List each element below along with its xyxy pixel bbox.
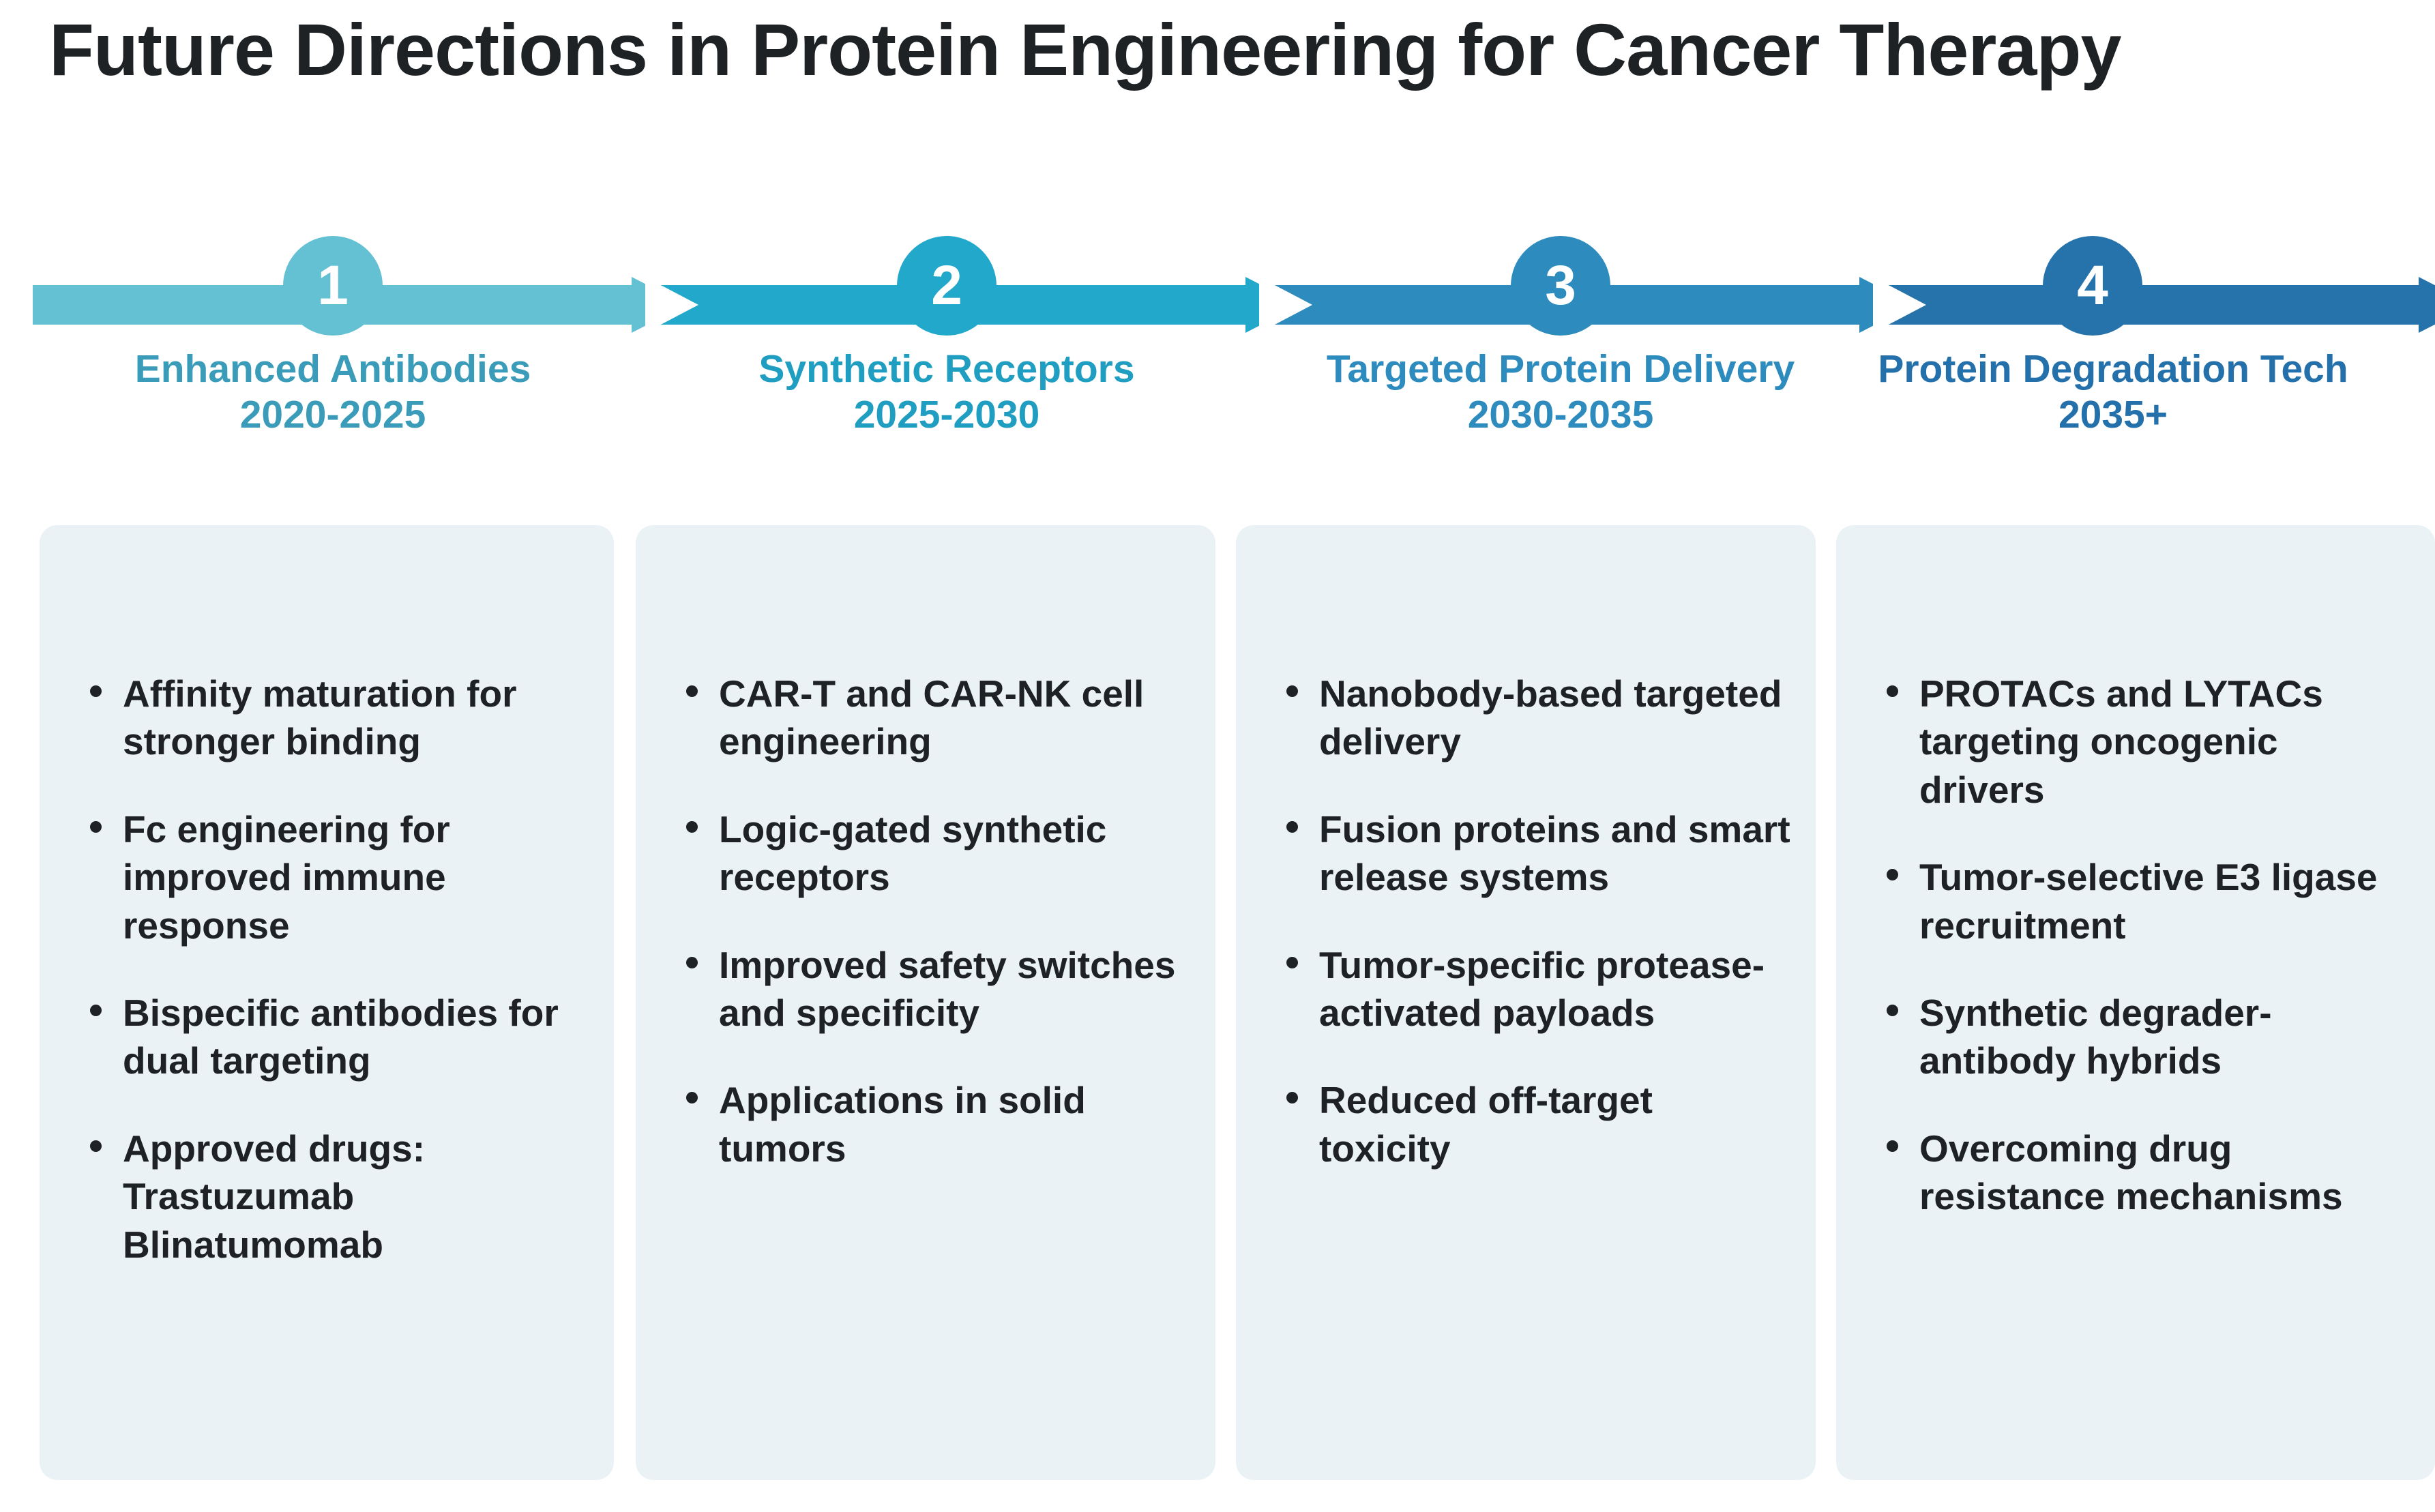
stage-range-3: 2030-2035 <box>1467 392 1654 436</box>
stage-badge-2[interactable]: 2 <box>897 236 997 336</box>
list-item: Tumor-selective E3 ligase recruitment <box>1877 853 2410 949</box>
list-item: Improved safety switches and specificity <box>677 941 1191 1037</box>
stage-number-1: 1 <box>317 254 349 316</box>
bullet-dot-icon <box>686 956 698 968</box>
bullet-list-2: CAR-T and CAR-NK cell engineering Logic-… <box>677 670 1191 1212</box>
stage-card-1[interactable]: Affinity maturation for stronger binding… <box>40 525 614 1480</box>
bullet-list-3: Nanobody-based targeted delivery Fusion … <box>1277 670 1791 1212</box>
bullet-text: Logic-gated synthetic receptors <box>719 807 1107 899</box>
stage-badge-4[interactable]: 4 <box>2043 236 2142 336</box>
bullet-dot-icon <box>1887 869 1898 881</box>
stage-range-1: 2020-2025 <box>239 392 426 436</box>
list-item: Tumor-specific protease-activated payloa… <box>1277 941 1791 1037</box>
list-item: Logic-gated synthetic receptors <box>677 805 1191 902</box>
stage-badge-1[interactable]: 1 <box>283 236 383 336</box>
bullet-dot-icon <box>90 1140 102 1152</box>
segment-notch-icon-2 <box>645 277 698 333</box>
bullet-dot-icon <box>90 820 102 833</box>
list-item: Bispecific antibodies for dual targeting <box>80 989 589 1085</box>
bullet-dot-icon <box>1286 685 1298 697</box>
bullet-dot-icon <box>90 685 102 697</box>
segment-notch-icon-3 <box>1259 277 1312 333</box>
list-item: Reduced off-target toxicity <box>1277 1076 1791 1172</box>
list-item: Applications in solid tumors <box>677 1076 1191 1172</box>
list-item: PROTACs and LYTACs targeting oncogenic d… <box>1877 670 2410 814</box>
list-item: Fc engineering for improved immune respo… <box>80 805 589 949</box>
cards-row: Affinity maturation for stronger binding… <box>0 525 2435 1487</box>
stage-name-1: Enhanced Antibodies <box>134 347 531 391</box>
stage-badge-3[interactable]: 3 <box>1511 236 1610 336</box>
segment-bar-4 <box>1874 285 2420 325</box>
bullet-dot-icon <box>90 1004 102 1016</box>
list-item: Nanobody-based targeted delivery <box>1277 670 1791 766</box>
bullet-dot-icon <box>1286 1092 1298 1104</box>
bullet-text: PROTACs and LYTACs targeting oncogenic d… <box>1919 672 2323 811</box>
stage-label-1: Enhanced Antibodies 2020-2025 <box>60 346 606 437</box>
stage-label-2: Synthetic Receptors 2025-2030 <box>674 346 1220 437</box>
bullet-dot-icon <box>686 820 698 833</box>
bullet-text: Applications in solid tumors <box>719 1079 1086 1170</box>
bullet-text: Synthetic degrader-antibody hybrids <box>1919 991 2272 1082</box>
list-item: Synthetic degrader-antibody hybrids <box>1877 989 2410 1085</box>
stage-name-4: Protein Degradation Tech <box>1878 347 2348 391</box>
list-item: Affinity maturation for stronger binding <box>80 670 589 766</box>
stage-number-3: 3 <box>1545 254 1576 316</box>
bullet-dot-icon <box>686 1092 698 1104</box>
stage-card-4[interactable]: PROTACs and LYTACs targeting oncogenic d… <box>1836 525 2435 1480</box>
stage-name-2: Synthetic Receptors <box>758 347 1135 391</box>
page-title: Future Directions in Protein Engineering… <box>49 8 2122 91</box>
stage-card-2[interactable]: CAR-T and CAR-NK cell engineering Logic-… <box>636 525 1215 1480</box>
bullet-text: Tumor-selective E3 ligase recruitment <box>1919 856 2378 947</box>
bullet-dot-icon <box>1887 685 1898 697</box>
stage-card-3[interactable]: Nanobody-based targeted delivery Fusion … <box>1236 525 1816 1480</box>
bullet-dot-icon <box>1887 1004 1898 1016</box>
bullet-text: Overcoming drug resistance mechanisms <box>1919 1127 2343 1218</box>
list-item: Overcoming drug resistance mechanisms <box>1877 1125 2410 1221</box>
bullet-dot-icon <box>1286 956 1298 968</box>
stage-range-4: 2035+ <box>2058 392 2168 436</box>
bullet-dot-icon <box>1887 1140 1898 1152</box>
stage-label-4: Protein Degradation Tech 2035+ <box>1827 346 2400 437</box>
bullet-text: Tumor-specific protease-activated payloa… <box>1319 943 1765 1034</box>
bullet-text: Nanobody-based targeted delivery <box>1319 672 1782 763</box>
list-item: CAR-T and CAR-NK cell engineering <box>677 670 1191 766</box>
arrow-tip-icon-4 <box>2419 277 2435 333</box>
list-item: Approved drugs: Trastuzumab Blinatumomab <box>80 1125 589 1269</box>
bullet-list-4: PROTACs and LYTACs targeting oncogenic d… <box>1877 670 2410 1260</box>
list-item: Fusion proteins and smart release system… <box>1277 805 1791 902</box>
timeline-arrow: 1 Enhanced Antibodies 2020-2025 2 Synthe… <box>0 236 2435 436</box>
bullet-dot-icon <box>1286 820 1298 833</box>
bullet-text: CAR-T and CAR-NK cell engineering <box>719 672 1145 763</box>
bullet-text: Reduced off-target toxicity <box>1319 1079 1653 1170</box>
stage-range-2: 2025-2030 <box>853 392 1040 436</box>
stage-name-3: Targeted Protein Delivery <box>1326 347 1795 391</box>
bullet-text: Fusion proteins and smart release system… <box>1319 807 1790 899</box>
bullet-text: Bispecific antibodies for dual targeting <box>123 991 559 1082</box>
stage-label-3: Targeted Protein Delivery 2030-2035 <box>1274 346 1847 437</box>
segment-notch-icon-4 <box>1873 277 1926 333</box>
bullet-text: Approved drugs: Trastuzumab Blinatumomab <box>123 1127 426 1266</box>
stage-number-4: 4 <box>2077 254 2108 316</box>
bullet-text: Affinity maturation for stronger binding <box>123 672 517 763</box>
bullet-text: Improved safety switches and specificity <box>719 943 1176 1034</box>
bullet-list-1: Affinity maturation for stronger binding… <box>80 670 589 1308</box>
stage-number-2: 2 <box>931 254 962 316</box>
bullet-text: Fc engineering for improved immune respo… <box>123 807 450 947</box>
timeline-segment-4[interactable] <box>1873 277 2435 333</box>
bullet-dot-icon <box>686 685 698 697</box>
